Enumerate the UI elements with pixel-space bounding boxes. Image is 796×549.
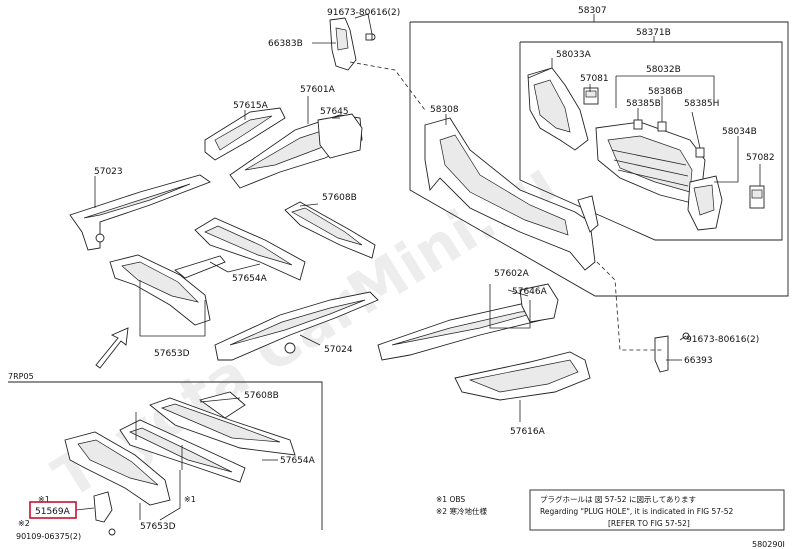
highlighted-part-51569A[interactable]: 51569A <box>29 501 77 519</box>
front-arrow <box>95 327 129 369</box>
label-57023[interactable]: 57023 <box>94 167 123 177</box>
label-57654A-lower[interactable]: 57654A <box>280 456 316 466</box>
plug-hole-reference-box: プラグホールは 図 57-52 に図示してあります Regarding "PLU… <box>529 489 785 531</box>
part-57654A-lower[interactable] <box>119 419 246 483</box>
part-57082[interactable] <box>749 185 765 209</box>
part-57023[interactable] <box>69 174 211 251</box>
note-1: ※1 OBS <box>436 495 465 504</box>
part-57654A-upper[interactable] <box>194 217 306 281</box>
part-58308[interactable] <box>424 117 599 271</box>
notes: ※1 OBS ※2 寒冷地仕様 <box>436 495 487 516</box>
label-58033A[interactable]: 58033A <box>556 50 592 60</box>
marker-2: ※2 <box>18 519 30 528</box>
label-58385B[interactable]: 58385B <box>626 99 661 109</box>
label-58307[interactable]: 58307 <box>578 6 607 16</box>
label-57608B-lower[interactable]: 57608B <box>244 391 279 401</box>
part-57608B-upper[interactable] <box>284 201 376 259</box>
diagram-id: 580290I <box>752 540 785 549</box>
part-57653D-lower[interactable] <box>64 431 171 506</box>
assembly-58307-frame <box>409 21 789 297</box>
label-57608B-upper[interactable]: 57608B <box>322 193 357 203</box>
label-90109-06375[interactable]: 90109-06375(2) <box>16 532 81 541</box>
label-57654A-upper[interactable]: 57654A <box>232 274 268 284</box>
label-57645[interactable]: 57645 <box>320 107 349 117</box>
label-58371B[interactable]: 58371B <box>636 28 671 38</box>
part-57024[interactable] <box>214 291 379 361</box>
plug-hole-line-2: Regarding "PLUG HOLE", it is indicated i… <box>540 507 734 516</box>
label-57646A[interactable]: 57646A <box>512 287 548 297</box>
label-91673-80616-top[interactable]: 91673-80616(2) <box>327 8 400 18</box>
label-58308[interactable]: 58308 <box>430 105 459 115</box>
clip-58386B[interactable] <box>657 121 667 132</box>
clip-58385H[interactable] <box>695 147 705 158</box>
label-57024[interactable]: 57024 <box>324 345 353 355</box>
label-57602A[interactable]: 57602A <box>494 269 530 279</box>
part-57645[interactable] <box>317 113 363 159</box>
label-57616A[interactable]: 57616A <box>510 427 546 437</box>
part-58034B[interactable] <box>687 175 723 231</box>
part-57653D-upper[interactable] <box>109 254 226 326</box>
label-57601A[interactable]: 57601A <box>300 85 336 95</box>
label-57653D-lower[interactable]: 57653D <box>140 522 176 532</box>
labels: 91673-80616(2) 66383B 58307 58371B 58033… <box>8 6 785 549</box>
clip-58385B[interactable] <box>633 119 643 130</box>
leader-lines <box>75 13 761 521</box>
marker-1-a: ※1 <box>38 495 50 504</box>
label-section-code: 7RP05 <box>8 372 34 381</box>
label-66383B[interactable]: 66383B <box>268 39 303 49</box>
label-57653D-upper[interactable]: 57653D <box>154 349 190 359</box>
label-58386B[interactable]: 58386B <box>648 87 683 97</box>
plug-hole-line-3: [REFER TO FIG 57-52] <box>608 519 690 528</box>
label-91673-80616-bottom[interactable]: 91673-80616(2) <box>686 335 759 345</box>
section-7RP05-frame <box>8 381 323 530</box>
label-57615A[interactable]: 57615A <box>233 101 269 111</box>
plug-hole-line-1: プラグホールは 図 57-52 に図示してあります <box>540 494 696 504</box>
label-58034B[interactable]: 58034B <box>722 127 757 137</box>
bracket-66383B[interactable] <box>329 17 376 71</box>
label-58385H[interactable]: 58385H <box>684 99 719 109</box>
label-51569A[interactable]: 51569A <box>35 507 71 517</box>
marker-1-b: ※1 <box>184 495 196 504</box>
part-57081[interactable] <box>583 87 599 105</box>
part-51569A[interactable] <box>93 491 116 536</box>
label-57082[interactable]: 57082 <box>746 153 775 163</box>
part-57616A[interactable] <box>454 351 591 401</box>
bracket-66393[interactable] <box>654 332 690 373</box>
part-58033A[interactable] <box>527 67 589 151</box>
label-58032B[interactable]: 58032B <box>646 65 681 75</box>
part-58032B[interactable] <box>595 121 706 206</box>
part-57646A[interactable] <box>519 283 559 323</box>
label-57081[interactable]: 57081 <box>580 74 609 84</box>
note-2: ※2 寒冷地仕様 <box>436 506 487 516</box>
part-57615A[interactable] <box>204 107 286 161</box>
label-66393[interactable]: 66393 <box>684 356 713 366</box>
